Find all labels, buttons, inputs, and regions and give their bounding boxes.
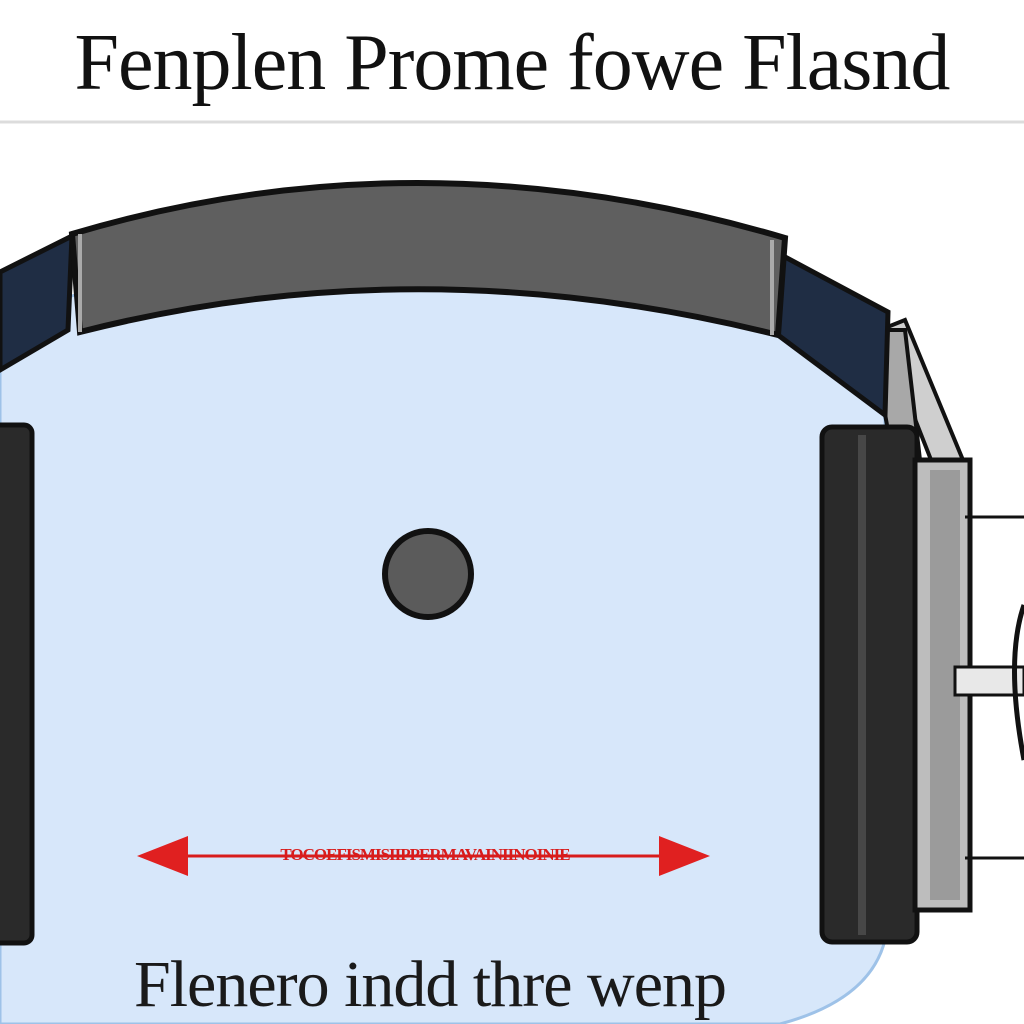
page-title: Fenplen Prome fowe Flasnd: [74, 18, 951, 107]
measure-arrow-right-head: [659, 836, 710, 876]
headband: [68, 180, 789, 339]
measure-arrow-label: TOCOEFISMISIIPPERMAVAINIINOINIE: [280, 845, 570, 864]
center-dot: [382, 528, 474, 620]
connector-knob: [1012, 604, 1024, 761]
measure-arrow-left-head: [137, 836, 188, 876]
left-ear-cup: [0, 422, 35, 946]
head-bubble: [0, 281, 887, 1024]
bottom-caption: Flenero indd thre wenp: [133, 948, 727, 1021]
headband-left-side: [0, 231, 75, 373]
right-ear-cup: [819, 424, 920, 945]
